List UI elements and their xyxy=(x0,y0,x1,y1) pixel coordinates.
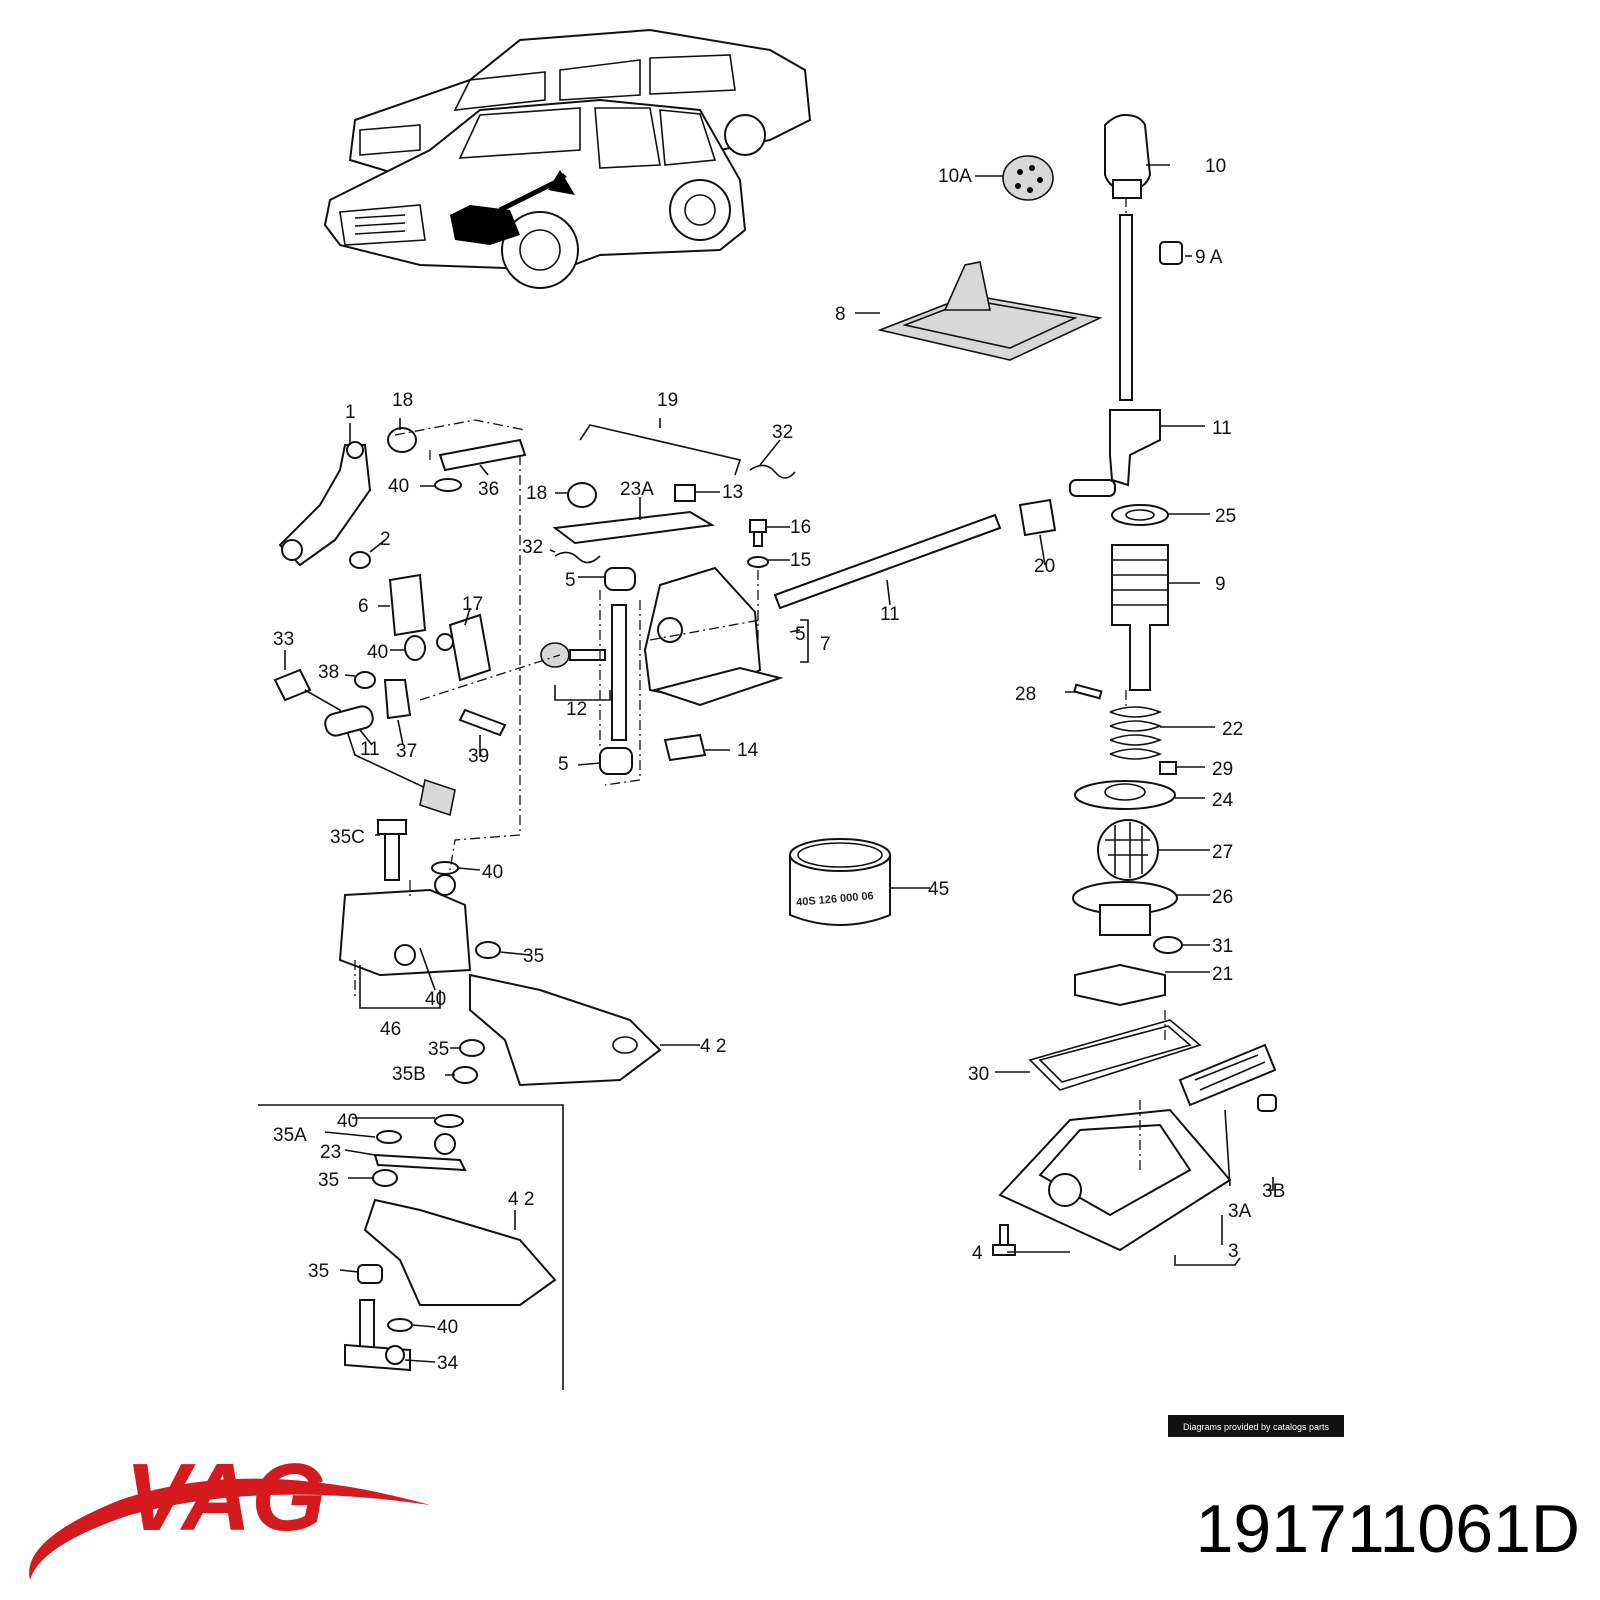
callout-9A: 9 A xyxy=(1195,247,1223,268)
callout-11: 11 xyxy=(1212,418,1232,439)
callout-7: 7 xyxy=(820,634,831,655)
car-illustration xyxy=(323,28,812,289)
callout-16: 16 xyxy=(790,517,811,538)
linkage-assembly xyxy=(273,424,1057,945)
callout-39: 39 xyxy=(468,746,489,767)
callout-37: 37 xyxy=(396,741,417,762)
callout-42: 4 2 xyxy=(508,1189,534,1210)
callout-40: 40 xyxy=(425,989,446,1010)
callout-40: 40 xyxy=(337,1111,358,1132)
callout-15: 15 xyxy=(790,550,811,571)
callout-22: 22 xyxy=(1222,719,1243,740)
callout-5: 5 xyxy=(795,624,806,645)
callout-31: 31 xyxy=(1212,936,1233,957)
callout-3B: 3B xyxy=(1262,1181,1285,1202)
callout-35B: 35B xyxy=(392,1064,426,1085)
callout-32: 32 xyxy=(522,537,543,558)
part-number: 191711061D xyxy=(1196,1491,1580,1567)
callout-labels: 1 18 19 32 40 36 18 23A 13 16 15 32 2 6 … xyxy=(273,156,1285,1374)
callout-5: 5 xyxy=(558,754,569,775)
callout-35: 35 xyxy=(523,946,544,967)
callout-33: 33 xyxy=(273,629,294,650)
vag-logo-swoosh xyxy=(29,1478,430,1580)
callout-18: 18 xyxy=(392,390,413,411)
callout-23A: 23A xyxy=(620,479,654,500)
callout-2: 2 xyxy=(380,529,391,550)
callout-6: 6 xyxy=(358,596,369,617)
part-45-can: 40S 126 000 06 xyxy=(789,838,891,926)
callout-1: 1 xyxy=(345,402,356,423)
credit-text: Diagrams provided by catalogs parts xyxy=(1183,1422,1330,1432)
callout-8: 8 xyxy=(835,304,846,325)
callout-18: 18 xyxy=(526,483,547,504)
callout-21: 21 xyxy=(1212,964,1233,985)
callout-35: 35 xyxy=(428,1039,449,1060)
callout-36: 36 xyxy=(478,479,499,500)
callout-17: 17 xyxy=(462,594,483,615)
callout-27: 27 xyxy=(1212,842,1233,863)
callout-25: 25 xyxy=(1215,506,1236,527)
callout-29: 29 xyxy=(1212,759,1233,780)
leader-lines xyxy=(284,164,1274,1363)
vag-logo-text: VAG xyxy=(125,1444,326,1551)
callout-14: 14 xyxy=(737,740,759,761)
callout-32: 32 xyxy=(772,422,793,443)
callout-3A: 3A xyxy=(1228,1201,1252,1222)
callout-42: 4 2 xyxy=(700,1036,726,1057)
callout-40: 40 xyxy=(388,476,409,497)
callout-11: 11 xyxy=(360,739,380,760)
callout-45: 45 xyxy=(928,879,949,900)
callout-40: 40 xyxy=(437,1317,458,1338)
callout-34: 34 xyxy=(437,1353,459,1374)
callout-5: 5 xyxy=(565,570,576,591)
credit-badge: Diagrams provided by catalogs parts xyxy=(1168,1415,1344,1437)
callout-35C: 35C xyxy=(330,827,365,848)
callout-30: 30 xyxy=(968,1064,989,1085)
callout-9: 9 xyxy=(1215,574,1226,595)
callout-3: 3 xyxy=(1228,1241,1239,1262)
callout-28: 28 xyxy=(1015,684,1036,705)
callout-38: 38 xyxy=(318,662,339,683)
callout-12: 12 xyxy=(566,699,587,720)
shift-lever-assembly xyxy=(877,113,1277,1256)
callout-24: 24 xyxy=(1212,790,1234,811)
callout-20: 20 xyxy=(1034,556,1055,577)
callout-35: 35 xyxy=(318,1170,339,1191)
callout-35A: 35A xyxy=(273,1125,307,1146)
vag-logo: VAG xyxy=(29,1444,430,1580)
callout-10A: 10A xyxy=(938,166,972,187)
callout-40: 40 xyxy=(367,642,388,663)
callout-19: 19 xyxy=(657,390,678,411)
callout-26: 26 xyxy=(1212,887,1233,908)
callout-4: 4 xyxy=(972,1243,983,1264)
callout-10: 10 xyxy=(1205,156,1226,177)
callout-40: 40 xyxy=(482,862,503,883)
dashed-assembly-lines xyxy=(354,197,1166,1170)
callout-23: 23 xyxy=(320,1142,341,1163)
bracket-assembly xyxy=(258,819,662,1390)
callout-35: 35 xyxy=(308,1261,329,1282)
callout-13: 13 xyxy=(722,482,743,503)
callout-46: 46 xyxy=(380,1019,401,1040)
callout-11: 11 xyxy=(880,604,900,625)
